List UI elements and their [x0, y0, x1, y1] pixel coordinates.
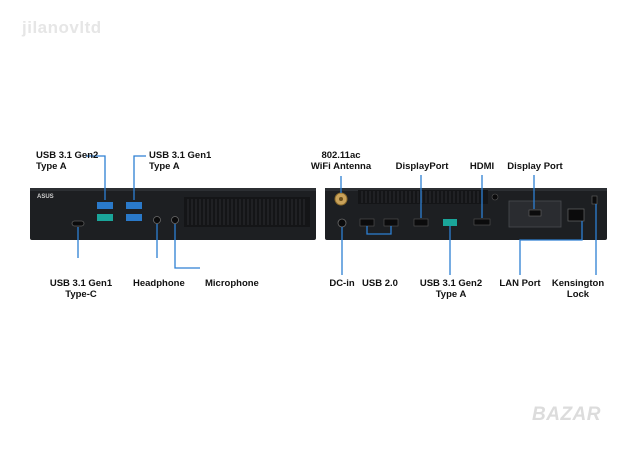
rear-vent-grille — [358, 190, 488, 204]
label-front-usb-gen1-c: USB 3.1 Gen1 Type-C — [49, 278, 113, 300]
usb-gen2-a-rear-port — [443, 219, 457, 226]
usb-a-gen1-port-bottom — [126, 214, 142, 221]
lan-port — [567, 208, 585, 222]
callout-microphone — [174, 224, 200, 269]
label-front-usb-gen1-a: USB 3.1 Gen1 Type A — [149, 150, 212, 172]
callout-usb-gen1-a — [133, 155, 146, 200]
label-lan-port: LAN Port — [499, 278, 541, 289]
hdmi-port — [473, 218, 491, 226]
callout-usb-gen2-a — [86, 155, 106, 200]
display-port-module-slot — [528, 209, 542, 217]
label-dc-in: DC-in — [329, 278, 355, 289]
front-callout-lines — [77, 155, 200, 269]
microphone-jack — [171, 216, 179, 224]
label-kensington-lock: Kensington Lock — [551, 278, 605, 300]
label-headphone: Headphone — [133, 278, 185, 289]
rear-round-hole — [491, 193, 499, 201]
label-usb-20: USB 2.0 — [362, 278, 398, 289]
front-panel: ASUS — [30, 188, 316, 240]
kensington-lock-slot — [591, 195, 598, 205]
rear-callout-lines — [340, 175, 597, 275]
rear-panel — [325, 188, 607, 240]
watermark-top: jilanovltd — [22, 18, 102, 37]
label-wifi-antenna: 802.11ac WiFi Antenna — [310, 150, 372, 172]
callout-lan-port — [519, 221, 583, 275]
callout-usb-20 — [366, 226, 392, 235]
front-vent-grille — [184, 197, 310, 227]
watermark-bottom: BAZAR — [532, 404, 601, 425]
front-chassis-top-edge — [30, 188, 316, 191]
usb-20-port-left — [359, 218, 375, 227]
label-displayport: DisplayPort — [395, 161, 449, 172]
rear-chassis-top-edge — [325, 188, 607, 191]
usb-20-port-right — [383, 218, 399, 227]
displayport-port — [413, 218, 429, 227]
label-hdmi: HDMI — [469, 161, 495, 172]
label-rear-usb-gen2-a: USB 3.1 Gen2 Type A — [419, 278, 483, 300]
headphone-jack — [153, 216, 161, 224]
usb-c-port — [71, 220, 85, 227]
dc-in-port — [337, 218, 347, 228]
label-display-port: Display Port — [507, 161, 563, 172]
asus-logo: ASUS — [37, 194, 54, 200]
label-front-usb-gen2-a: USB 3.1 Gen2 Type A — [36, 150, 99, 172]
usb-a-gen1-port-top — [126, 202, 142, 209]
label-microphone: Microphone — [205, 278, 259, 289]
usb-a-gen2-port-top — [97, 202, 113, 209]
usb-a-gen2-port-bottom — [97, 214, 113, 221]
